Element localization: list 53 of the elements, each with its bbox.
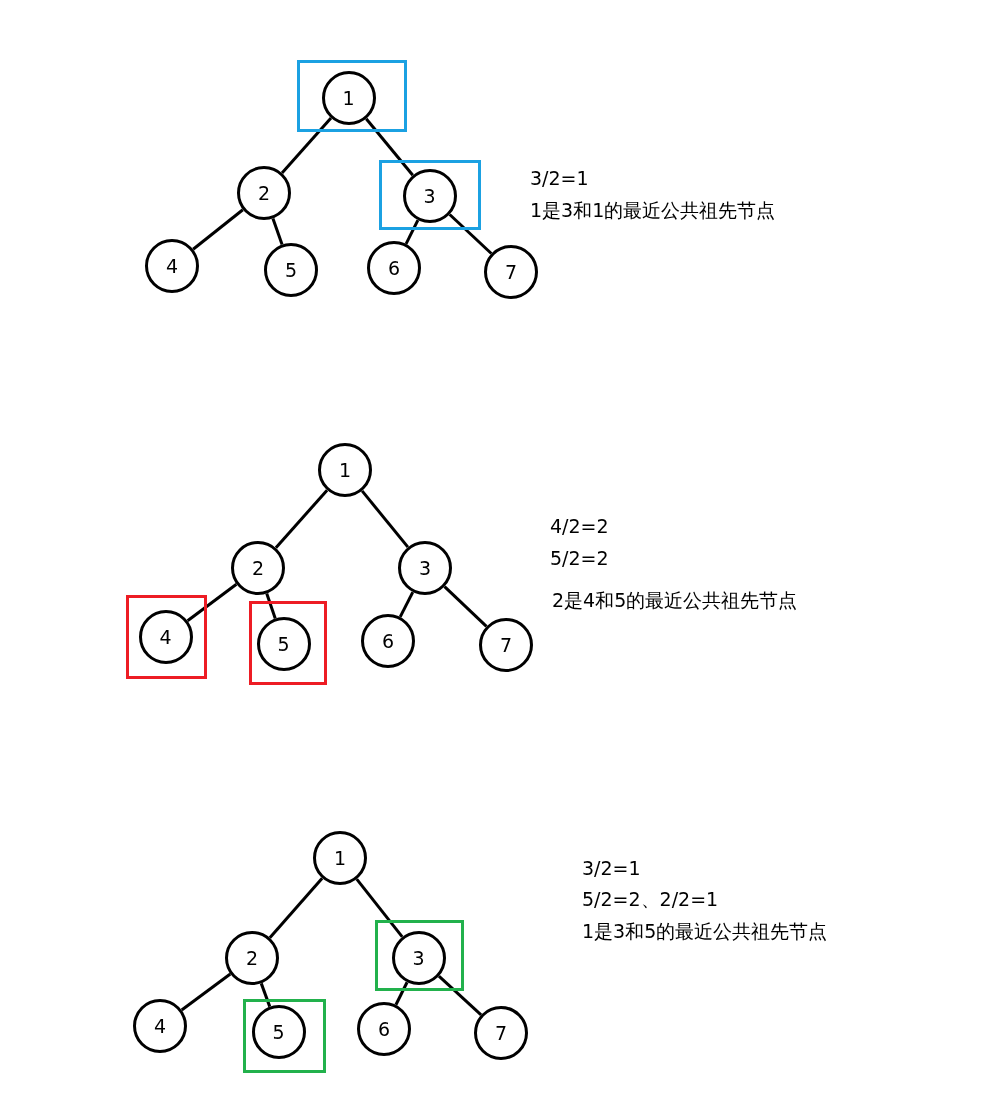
tree-node-circle: 6 — [367, 241, 421, 295]
note-text: 2是4和5的最近公共祖先节点 — [552, 590, 798, 610]
tree-node-circle: 1 — [313, 831, 367, 885]
tree-edge — [360, 489, 410, 549]
tree-node-circle: 3 — [391, 930, 446, 985]
tree-edge — [186, 583, 238, 622]
tree-node-circle: 4 — [133, 999, 187, 1053]
tree-edge — [355, 878, 404, 938]
tree-node-circle: 2 — [231, 541, 285, 595]
tree-node-circle: 6 — [357, 1002, 411, 1056]
tree-edge — [265, 593, 277, 619]
tree-node-circle: 7 — [474, 1006, 528, 1060]
tree-edge — [274, 489, 329, 549]
tree-node-circle: 3 — [402, 168, 457, 223]
tree-node-circle: 3 — [398, 541, 452, 595]
note-text: 3/2=1 — [582, 858, 641, 878]
tree-edge — [180, 972, 232, 1012]
tree-node-circle: 5 — [251, 1004, 306, 1059]
tree-node-circle: 6 — [361, 614, 415, 668]
tree-node-circle: 4 — [145, 239, 199, 293]
tree-edge — [448, 213, 493, 255]
tree-node-circle: 4 — [138, 609, 193, 664]
highlight-frame — [243, 999, 326, 1073]
note-text: 5/2=2、2/2=1 — [582, 889, 719, 909]
tree-edge — [268, 877, 324, 939]
highlight-frame — [249, 601, 327, 685]
tree-node-circle: 5 — [264, 243, 318, 297]
tree-edge — [394, 981, 409, 1006]
tree-edge — [404, 219, 420, 245]
note-text: 5/2=2 — [550, 548, 609, 568]
highlight-frame — [297, 60, 407, 132]
tree-edge — [271, 217, 284, 246]
tree-edge — [280, 117, 333, 174]
tree-node-circle: 1 — [318, 443, 372, 497]
highlight-frame — [379, 160, 481, 230]
tree-node-circle: 2 — [225, 931, 279, 985]
tree-node-circle: 7 — [484, 245, 538, 299]
tree-edge — [398, 591, 415, 618]
note-text: 1是3和5的最近公共祖先节点 — [582, 921, 828, 941]
note-text: 3/2=1 — [530, 168, 589, 188]
tree-edge — [259, 982, 272, 1008]
tree-node-circle: 1 — [321, 70, 376, 125]
note-text: 1是3和1的最近公共祖先节点 — [530, 200, 776, 220]
highlight-frame — [126, 595, 207, 679]
note-text: 4/2=2 — [550, 516, 609, 536]
tree-edge — [365, 117, 414, 177]
tree-node-circle: 5 — [256, 616, 311, 671]
tree-node-circle: 2 — [237, 166, 291, 220]
tree-node-circle: 7 — [479, 618, 533, 672]
tree-edge — [443, 585, 488, 628]
tree-edge — [192, 208, 244, 251]
tree-edge — [437, 975, 483, 1016]
highlight-frame — [375, 920, 464, 991]
